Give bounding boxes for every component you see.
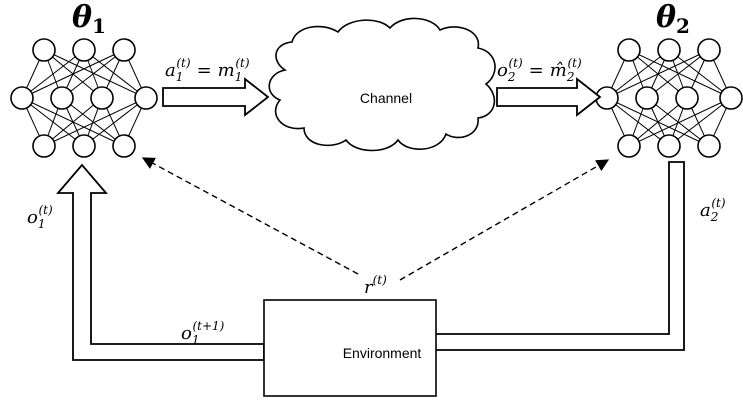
network-edge (43, 97, 103, 147)
reward-arrow-to-theta2 (399, 159, 610, 281)
network-node (657, 134, 681, 158)
network-edge (83, 49, 147, 99)
network-node (112, 38, 136, 62)
network-node (72, 38, 96, 62)
action1-equals-message1-label: a1(t)=m1(t) (165, 56, 250, 84)
network-edge (43, 49, 147, 99)
environment-box (263, 299, 437, 397)
theta2-label: θ2 (656, 0, 690, 38)
channel-cloud: Channel (268, 17, 496, 152)
network-edge (628, 49, 732, 99)
network-edge (43, 97, 147, 147)
network-edge (668, 49, 732, 99)
theta1-label: θ1 (72, 0, 106, 38)
observation1-label: o1(t) (27, 203, 53, 231)
arrow-channel-to-nn2 (496, 77, 602, 117)
observation2-equals-message2-label: o2(t)=m̂2(t) (497, 56, 582, 84)
network-edge (606, 49, 670, 99)
arrow-nn1-to-channel (162, 77, 270, 117)
network-node (719, 86, 743, 110)
network-edge (21, 49, 85, 99)
network-node (675, 86, 699, 110)
network-node (697, 134, 721, 158)
network-edge (628, 97, 732, 147)
network-node (50, 86, 74, 110)
network-node (657, 38, 681, 62)
network-edge (21, 49, 125, 99)
network-node (617, 38, 641, 62)
network-node (90, 86, 114, 110)
network-edge (628, 97, 688, 147)
neural-network-theta2 (595, 38, 743, 158)
arrow-environment-to-nn1 (56, 163, 265, 361)
action2-label: a2(t) (700, 196, 726, 224)
network-node (112, 134, 136, 158)
channel-label: Channel (360, 90, 412, 106)
reward-arrow-to-theta1 (141, 157, 359, 275)
network-edge (646, 49, 710, 99)
network-node (697, 38, 721, 62)
network-node (635, 86, 659, 110)
reward-label: r(t) (364, 273, 387, 298)
network-edge (83, 97, 147, 147)
neural-network-theta1 (10, 38, 158, 158)
network-node (32, 134, 56, 158)
network-edge (606, 49, 710, 99)
network-node (134, 86, 158, 110)
network-node (10, 86, 34, 110)
network-node (32, 38, 56, 62)
network-node (617, 134, 641, 158)
network-edge (668, 97, 732, 147)
network-edge (61, 49, 125, 99)
environment-label: Environment (343, 345, 422, 361)
observation1-next-label: o1(t+1) (181, 319, 225, 347)
network-node (72, 134, 96, 158)
